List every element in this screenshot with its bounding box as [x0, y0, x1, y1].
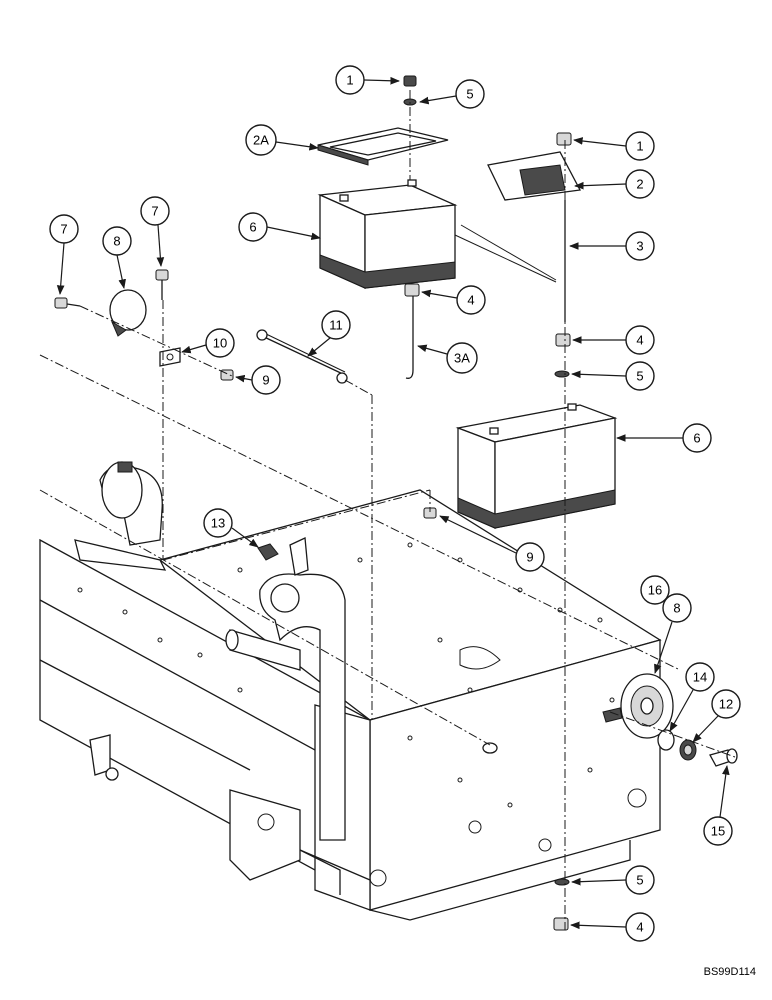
callout-16: 16 — [640, 575, 670, 605]
svg-text:15: 15 — [711, 824, 725, 839]
battery-lower — [455, 403, 618, 529]
callout-13: 13 — [203, 508, 259, 548]
svg-text:10: 10 — [213, 336, 227, 351]
svg-text:1: 1 — [346, 73, 353, 88]
horn-hardware — [657, 729, 738, 767]
battery-upper — [317, 179, 458, 290]
callout-1-right: 1 — [573, 131, 655, 161]
callout-11: 11 — [307, 310, 351, 357]
ground-strap-11 — [256, 329, 348, 384]
svg-text:9: 9 — [526, 550, 533, 565]
svg-text:14: 14 — [693, 670, 707, 685]
callout-7-center: 7 — [140, 196, 170, 267]
svg-text:6: 6 — [249, 220, 256, 235]
battery-hold-down-bar-2 — [487, 151, 582, 201]
cylindrical-clamp-bracket — [74, 461, 167, 571]
assembly-centerlines — [39, 90, 736, 930]
svg-text:9: 9 — [262, 373, 269, 388]
callout-4-right: 4 — [572, 325, 655, 355]
svg-text:8: 8 — [673, 601, 680, 616]
callout-5-top: 5 — [419, 79, 485, 109]
callout-4-upper: 4 — [421, 285, 486, 315]
callout-7-left: 7 — [49, 214, 79, 295]
callout-5-mid: 5 — [571, 361, 655, 391]
hardware-nuts-washers — [220, 75, 572, 931]
chassis-frame — [39, 489, 662, 921]
callout-6-upper: 6 — [238, 212, 321, 242]
callout-3: 3 — [569, 231, 655, 261]
callout-5-bottom: 5 — [571, 865, 655, 895]
callout-12: 12 — [692, 689, 741, 743]
svg-text:13: 13 — [211, 516, 225, 531]
horn-right — [602, 673, 674, 739]
callout-8-right: 8 — [654, 593, 692, 674]
svg-text:2A: 2A — [253, 133, 269, 148]
battery-hold-down-frame-2a — [317, 127, 449, 166]
svg-text:4: 4 — [467, 293, 474, 308]
svg-text:5: 5 — [636, 369, 643, 384]
callout-3a: 3A — [417, 342, 478, 374]
svg-text:16: 16 — [648, 583, 662, 598]
horn-left — [109, 289, 147, 337]
bolts-7 — [54, 269, 169, 309]
svg-text:7: 7 — [151, 204, 158, 219]
figure-reference-code: BS99D114 — [704, 966, 756, 978]
callout-15: 15 — [703, 765, 733, 846]
svg-text:8: 8 — [113, 234, 120, 249]
callout-6-lower: 6 — [616, 423, 712, 453]
callout-2: 2 — [574, 169, 655, 199]
callout-9-left: 9 — [235, 365, 281, 395]
callout-8-left: 8 — [102, 226, 132, 289]
j-bolt-3a — [405, 295, 414, 379]
svg-text:6: 6 — [693, 431, 700, 446]
svg-text:7: 7 — [60, 222, 67, 237]
callout-2a: 2A — [245, 124, 319, 156]
callout-10: 10 — [181, 328, 235, 358]
svg-text:1: 1 — [636, 139, 643, 154]
svg-text:4: 4 — [636, 920, 643, 935]
svg-text:3: 3 — [636, 239, 643, 254]
svg-text:12: 12 — [719, 697, 733, 712]
svg-text:4: 4 — [636, 333, 643, 348]
callout-9-right: 9 — [439, 515, 545, 572]
svg-text:2: 2 — [636, 177, 643, 192]
svg-text:5: 5 — [466, 87, 473, 102]
callout-4-bottom: 4 — [570, 912, 655, 942]
callout-14: 14 — [669, 662, 715, 732]
svg-text:3A: 3A — [454, 351, 470, 366]
svg-text:5: 5 — [636, 873, 643, 888]
svg-text:11: 11 — [329, 318, 343, 333]
callout-1-top: 1 — [335, 65, 400, 95]
